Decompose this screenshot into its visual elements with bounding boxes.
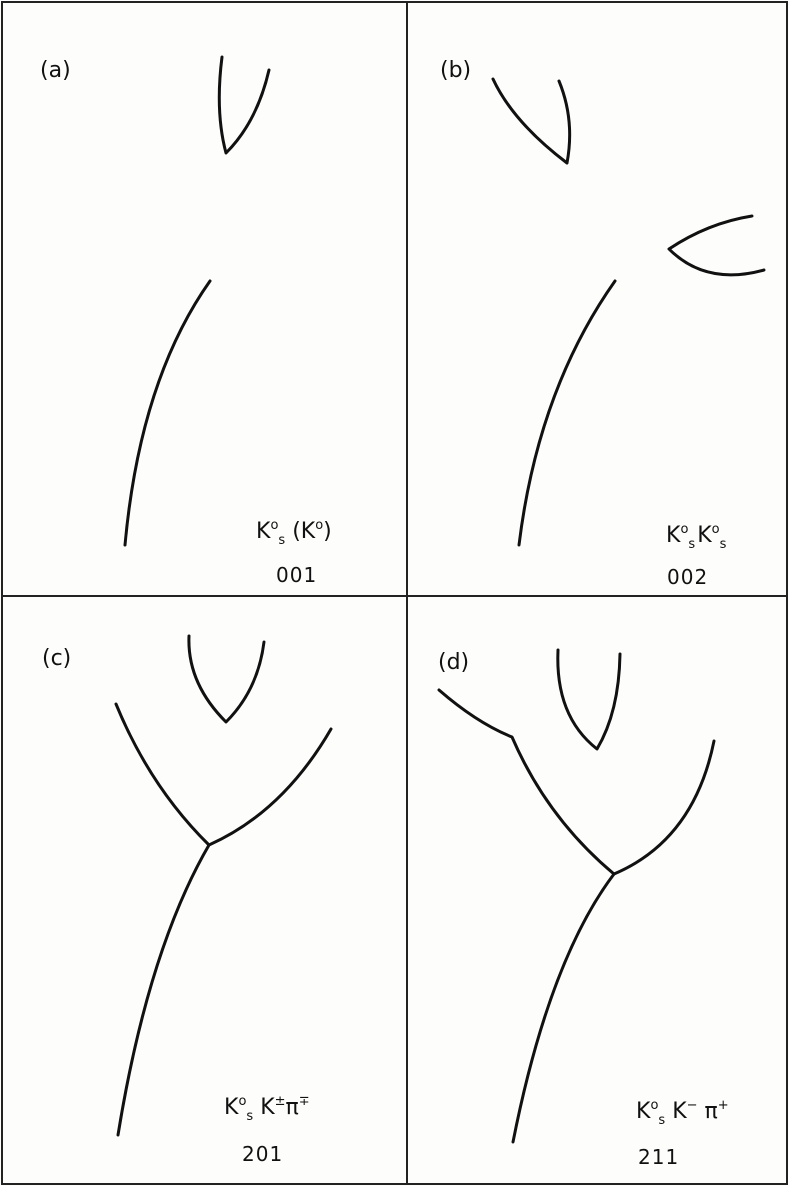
event-code-a: 001 xyxy=(276,563,317,587)
panel-c-v0-vertex xyxy=(189,636,264,722)
reaction-label-c: Kos K±π∓ xyxy=(224,1094,310,1124)
panel-b-v0-vertex-right xyxy=(669,216,764,275)
reaction-label-b: KosKos xyxy=(666,522,726,552)
panel-label-c: (c) xyxy=(42,646,71,671)
panel-d-primary-track xyxy=(513,874,614,1142)
panel-c-left-track xyxy=(116,704,209,845)
event-code-d: 211 xyxy=(638,1145,679,1169)
panel-c-right-track xyxy=(209,729,331,845)
event-code-b: 002 xyxy=(667,565,708,589)
panel-b-primary-track xyxy=(519,281,615,545)
reaction-label-a: Kos (Ko) xyxy=(256,518,332,548)
panel-label-d: (d) xyxy=(438,650,469,675)
event-code-c: 201 xyxy=(242,1142,283,1166)
panel-a-primary-track xyxy=(125,281,210,545)
panel-b-v0-vertex-upper xyxy=(493,79,570,163)
panel-a-v0-vertex xyxy=(219,57,269,153)
reaction-label-d: Kos K− π+ xyxy=(636,1098,729,1128)
panel-d-right-track xyxy=(614,741,714,874)
panel-c-primary-track xyxy=(118,845,209,1135)
panel-label-a: (a) xyxy=(40,58,71,83)
panel-label-b: (b) xyxy=(440,58,471,83)
panel-d-left-track xyxy=(439,690,614,874)
panel-d-v0-vertex xyxy=(558,650,620,749)
